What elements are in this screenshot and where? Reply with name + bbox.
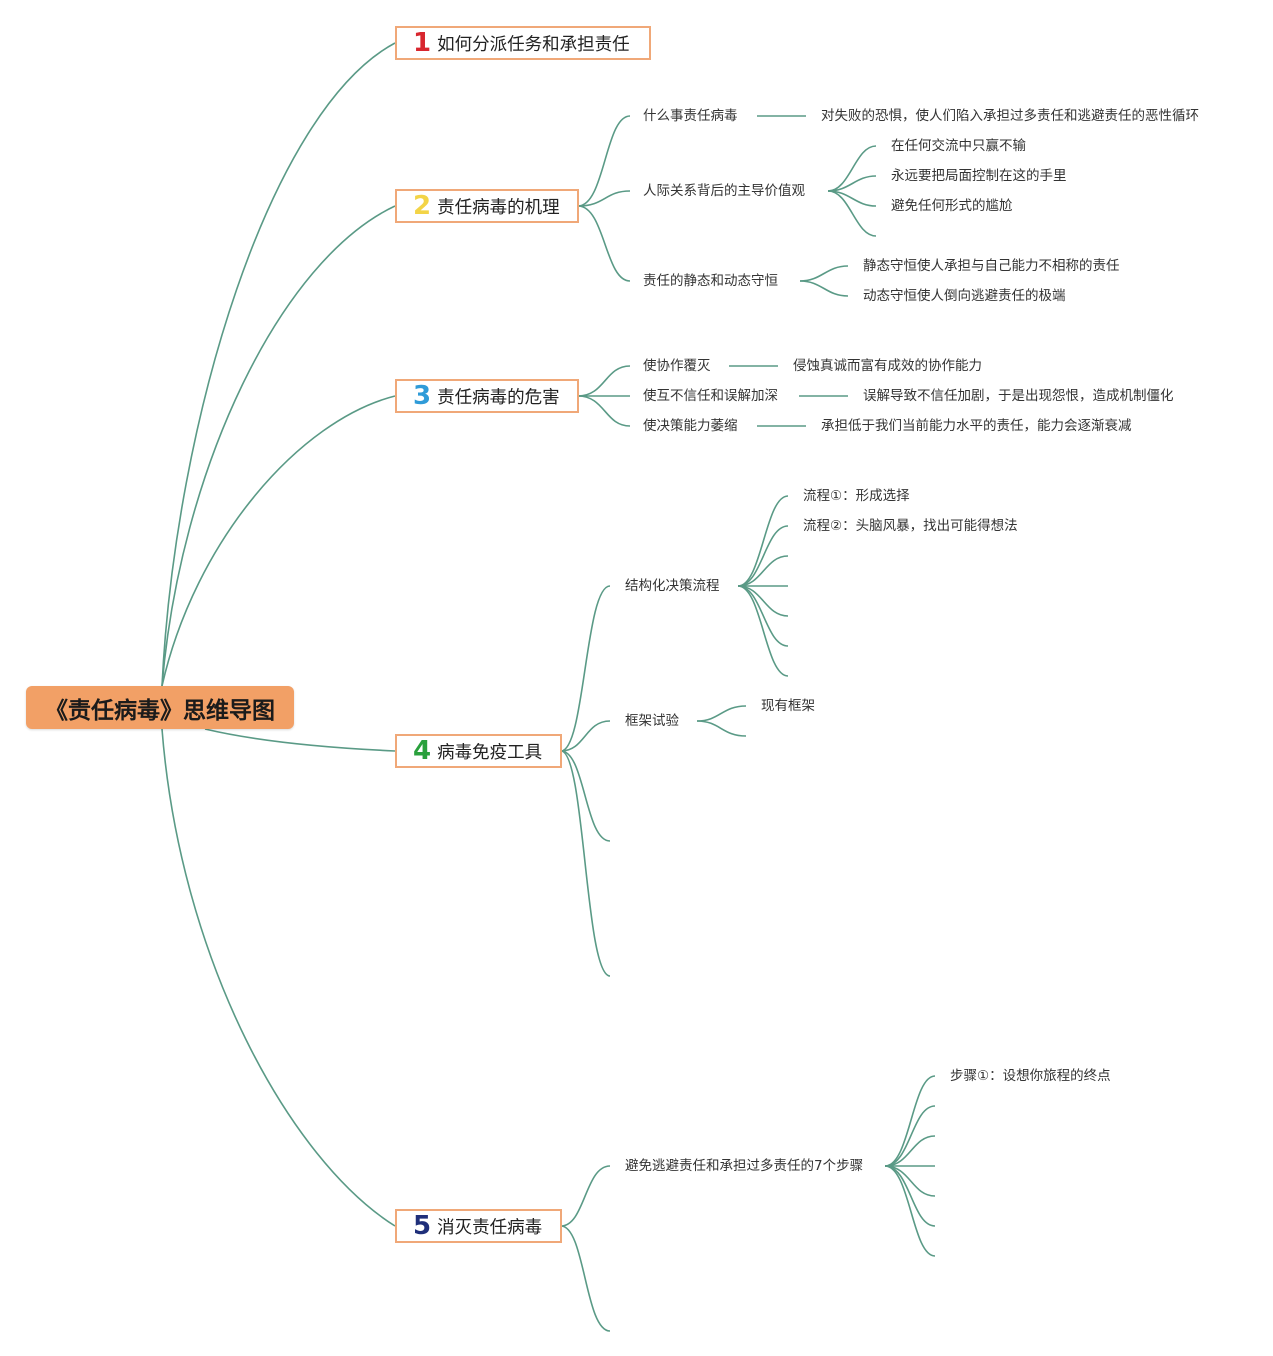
topic-4-number: 4: [413, 736, 432, 766]
topic-2-sub-1[interactable]: 什么事责任病毒: [643, 108, 738, 124]
topic-2-sub-1-detail-1[interactable]: 对失败的恐惧，使人们陷入承担过多责任和逃避责任的恶性循环: [821, 108, 1199, 124]
topic-4-sub-1[interactable]: 结构化决策流程: [625, 578, 720, 594]
topic-4-sub-1-detail-2[interactable]: 流程②：头脑风暴，找出可能得想法: [803, 518, 1018, 534]
topic-3-sub-1-detail-1[interactable]: 侵蚀真诚而富有成效的协作能力: [793, 358, 982, 374]
topic-3-sub-3[interactable]: 使决策能力萎缩: [643, 418, 738, 434]
topic-2-sub-2-detail-2[interactable]: 永远要把局面控制在这的手里: [891, 168, 1067, 184]
topic-3-number: 3: [413, 381, 432, 411]
topic-2-sub-3[interactable]: 责任的静态和动态守恒: [643, 273, 778, 289]
topic-3-sub-2-detail-1[interactable]: 误解导致不信任加剧，于是出现怨恨，造成机制僵化: [863, 388, 1174, 404]
link-root-topic3: [161, 395, 396, 687]
topic-3-sub-3-detail-1[interactable]: 承担低于我们当前能力水平的责任，能力会逐渐衰减: [821, 418, 1132, 434]
topic-4[interactable]: 4 病毒免疫工具: [395, 734, 562, 768]
topic-2[interactable]: 2 责任病毒的机理: [395, 189, 579, 223]
link-root-topic4: [204, 728, 396, 752]
topic-3-label: 责任病毒的危害: [437, 387, 560, 408]
topic-3[interactable]: 3 责任病毒的危害: [395, 379, 579, 413]
topic-2-sub-3-detail-1[interactable]: 静态守恒使人承担与自己能力不相称的责任: [863, 258, 1120, 274]
topic-5[interactable]: 5 消灭责任病毒: [395, 1209, 562, 1243]
topic-2-label: 责任病毒的机理: [437, 197, 560, 218]
topic-3-sub-2[interactable]: 使互不信任和误解加深: [643, 388, 778, 404]
topic-4-sub-2-detail-1[interactable]: 现有框架: [761, 698, 815, 714]
link-root-topic5: [161, 728, 396, 1227]
topic-2-sub-2[interactable]: 人际关系背后的主导价值观: [643, 183, 805, 199]
link-root-topic1: [161, 42, 396, 687]
topic-5-sub-1-detail-1[interactable]: 步骤①：设想你旅程的终点: [950, 1068, 1111, 1084]
topic-1-label: 如何分派任务和承担责任: [437, 34, 630, 55]
topic-3-sub-1[interactable]: 使协作覆灭: [643, 358, 711, 374]
topic-2-sub-2-detail-3[interactable]: 避免任何形式的尴尬: [891, 198, 1013, 214]
topic-1-number: 1: [413, 28, 432, 58]
topic-2-sub-2-detail-1[interactable]: 在任何交流中只赢不输: [891, 138, 1026, 154]
topic-2-sub-3-detail-2[interactable]: 动态守恒使人倒向逃避责任的极端: [863, 288, 1066, 304]
topic-4-label: 病毒免疫工具: [437, 742, 543, 763]
root-topic[interactable]: 《责任病毒》思维导图: [26, 686, 294, 729]
topic-5-label: 消灭责任病毒: [437, 1217, 543, 1238]
topic-4-sub-1-detail-1[interactable]: 流程①：形成选择: [803, 488, 910, 504]
topic-5-sub-1[interactable]: 避免逃避责任和承担过多责任的7个步骤: [625, 1158, 864, 1174]
link-root-topic2: [161, 205, 396, 687]
topic-1[interactable]: 1 如何分派任务和承担责任: [395, 26, 651, 60]
topic-5-number: 5: [413, 1211, 432, 1241]
topic-2-number: 2: [413, 191, 432, 221]
topic-4-sub-2[interactable]: 框架试验: [625, 713, 679, 729]
